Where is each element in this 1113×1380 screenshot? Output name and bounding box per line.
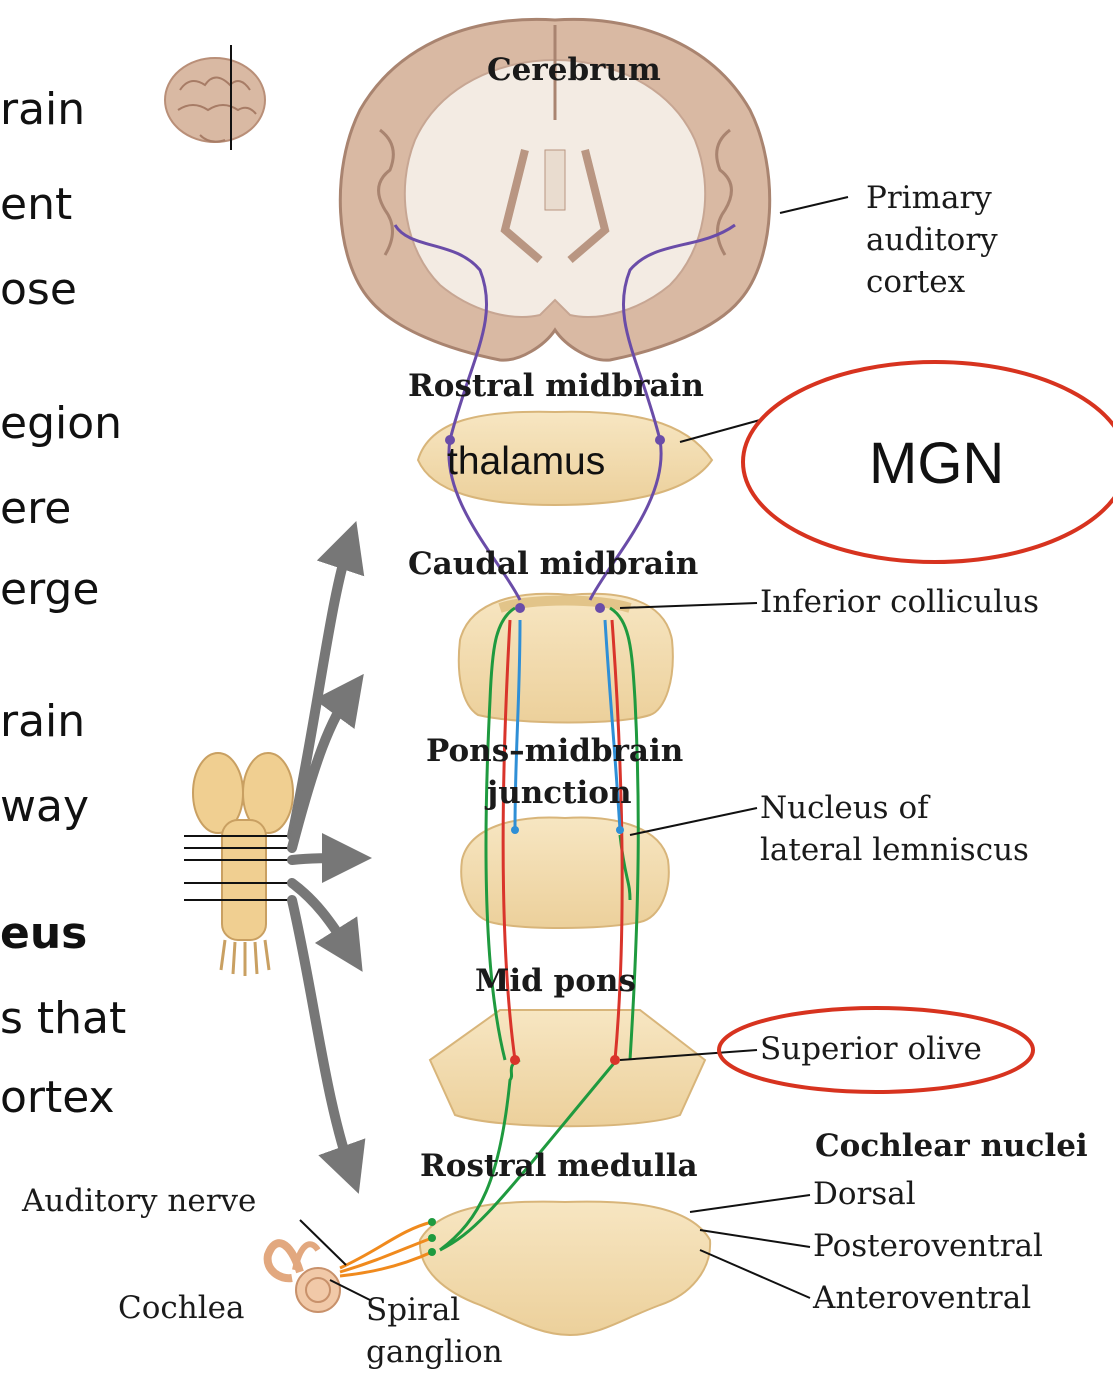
label-caudal-midbrain: Caudal midbrain — [408, 548, 698, 581]
label-dorsal: Dorsal — [813, 1178, 916, 1211]
label-spiral-ganglion: Spiral — [366, 1294, 460, 1327]
label-nucleus-lateral-lemniscus: Nucleus of — [760, 792, 929, 825]
label-pons-midbrain-junction: Pons–midbrain — [426, 735, 683, 768]
cochlea-icon — [268, 1243, 340, 1312]
label-auditory-nerve: Auditory nerve — [22, 1185, 256, 1218]
label-rostral-midbrain: Rostral midbrain — [408, 370, 704, 403]
mgn-overlay-label: MGN — [869, 430, 1004, 497]
label-primary-auditory-cortex-3: cortex — [866, 266, 965, 299]
label-cochlear-nuclei: Cochlear nuclei — [815, 1130, 1088, 1163]
mid-pons-section — [430, 1010, 705, 1126]
label-inferior-colliculus: Inferior colliculus — [760, 586, 1039, 619]
rostral-medulla-section — [420, 1202, 710, 1335]
section-arrows — [292, 540, 352, 1175]
label-primary-auditory-cortex: Primary — [866, 182, 992, 215]
label-superior-olive: Superior olive — [760, 1033, 982, 1066]
label-cerebrum: Cerebrum — [487, 54, 661, 87]
thalamus-overlay-label: thalamus — [447, 440, 605, 484]
label-mid-pons: Mid pons — [475, 965, 636, 998]
brain-icon — [165, 45, 265, 150]
brainstem-icon — [184, 753, 293, 976]
label-posteroventral: Posteroventral — [813, 1230, 1043, 1263]
label-primary-auditory-cortex-2: auditory — [866, 224, 998, 257]
label-cochlea: Cochlea — [118, 1292, 244, 1325]
label-spiral-ganglion-2: ganglion — [366, 1336, 503, 1369]
label-rostral-medulla: Rostral medulla — [420, 1150, 698, 1183]
label-nucleus-lateral-lemniscus-2: lateral lemniscus — [760, 834, 1029, 867]
orange-pathway — [340, 1222, 432, 1276]
label-anteroventral: Anteroventral — [813, 1282, 1031, 1315]
label-pons-midbrain-junction-2: junction — [487, 777, 631, 810]
